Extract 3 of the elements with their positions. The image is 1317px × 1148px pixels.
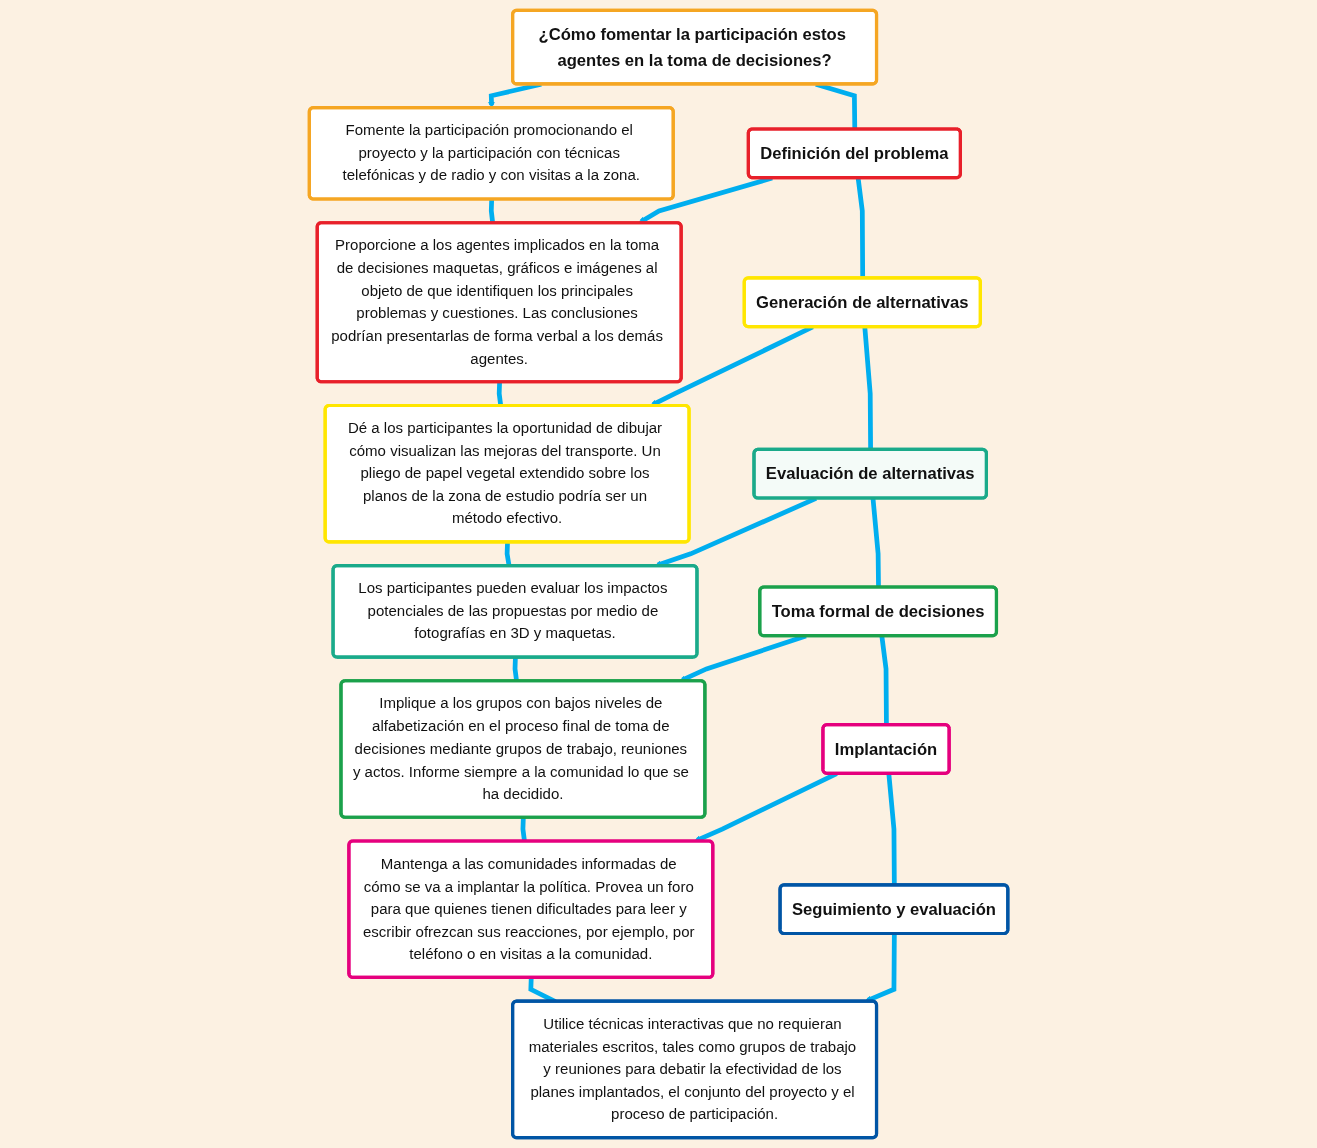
- arrow: [864, 933, 897, 1003]
- connector: [870, 498, 881, 588]
- connector: [862, 326, 873, 450]
